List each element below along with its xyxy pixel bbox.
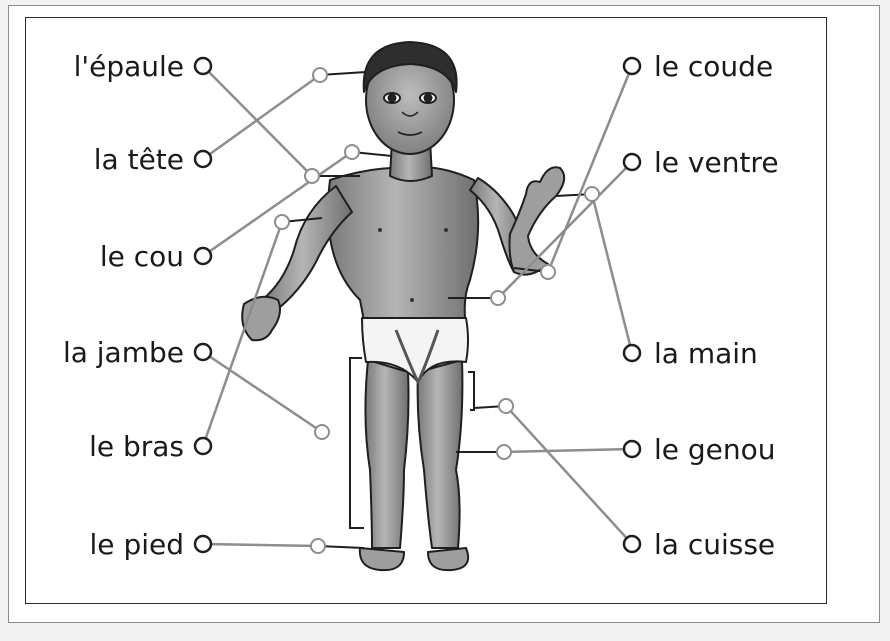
label-tete: la tête [14,143,184,177]
label-coude: le coude [654,50,773,84]
label-bras: le bras [14,430,184,464]
label-cuisse: la cuisse [654,528,775,562]
label-main: la main [654,337,758,371]
label-pied: le pied [14,528,184,562]
label-epaule: l'épaule [14,50,184,84]
label-cou: le cou [14,240,184,274]
label-jambe: la jambe [14,336,184,370]
child-figure [242,42,564,570]
label-ventre: le ventre [654,146,779,180]
label-genou: le genou [654,433,776,467]
